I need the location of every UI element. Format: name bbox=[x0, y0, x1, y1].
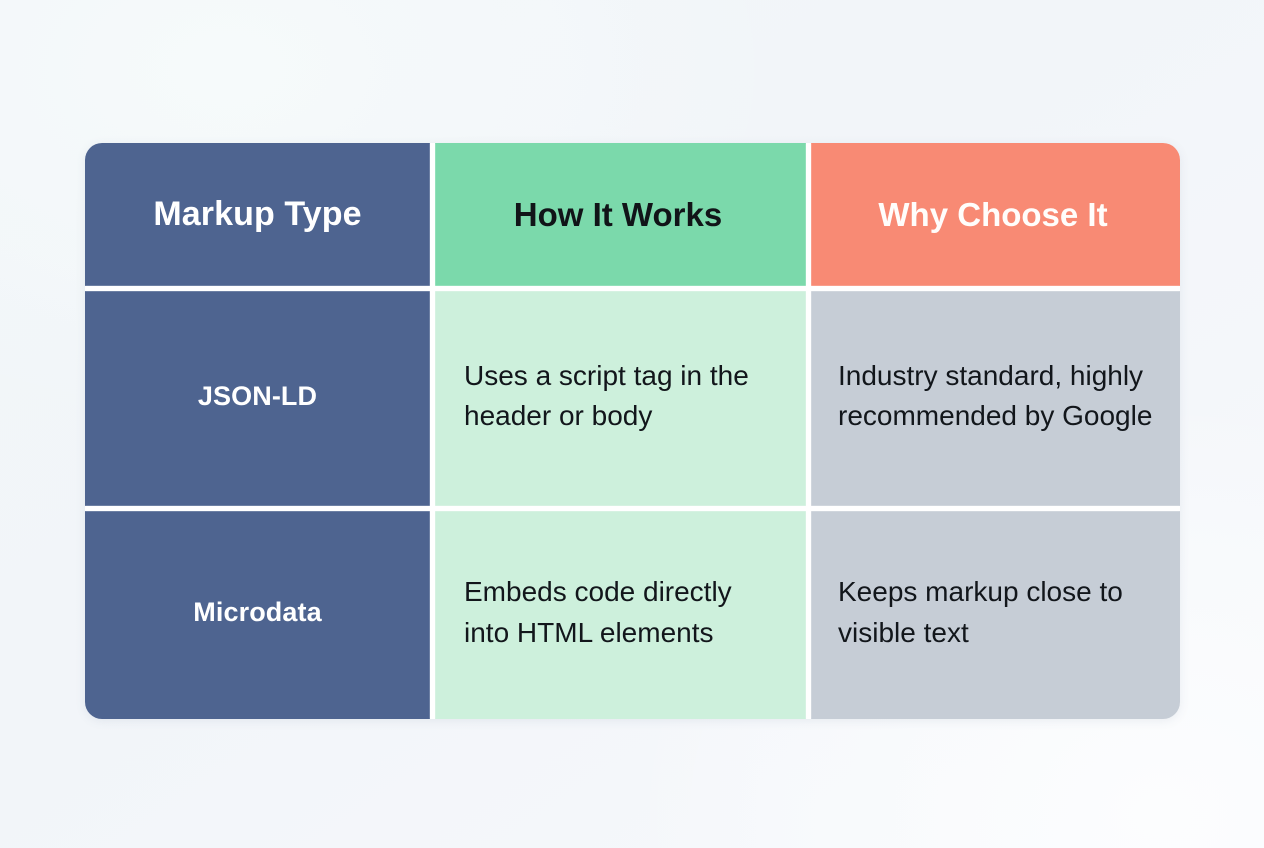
comparison-table-container: Markup Type How It Works Why Choose It bbox=[85, 143, 1180, 719]
markup-comparison-table: Markup Type How It Works Why Choose It bbox=[85, 143, 1180, 719]
value-why-choose-it-microdata: Keeps markup close to visible text bbox=[838, 576, 1123, 648]
cell-why-choose-it-jsonld: Industry standard, highly recommended by… bbox=[806, 286, 1180, 506]
header-label-markup-type: Markup Type bbox=[153, 195, 362, 233]
value-markup-type-jsonld: JSON-LD bbox=[197, 380, 318, 411]
table-row: Microdata Embeds code directly into HTML… bbox=[85, 506, 1180, 719]
cell-how-it-works-jsonld: Uses a script tag in the header or body bbox=[430, 286, 806, 506]
value-how-it-works-microdata: Embeds code directly into HTML elements bbox=[464, 576, 732, 648]
header-cell-how-it-works: How It Works bbox=[430, 143, 806, 286]
header-cell-markup-type: Markup Type bbox=[85, 143, 430, 286]
value-how-it-works-jsonld: Uses a script tag in the header or body bbox=[464, 359, 749, 431]
cell-why-choose-it-microdata: Keeps markup close to visible text bbox=[806, 506, 1180, 719]
cell-markup-type-microdata: Microdata bbox=[85, 506, 430, 719]
value-why-choose-it-jsonld: Industry standard, highly recommended by… bbox=[838, 359, 1153, 431]
header-cell-why-choose-it: Why Choose It bbox=[806, 143, 1180, 286]
table-header-row: Markup Type How It Works Why Choose It bbox=[85, 143, 1180, 286]
header-label-how-it-works: How It Works bbox=[513, 195, 723, 233]
cell-markup-type-jsonld: JSON-LD bbox=[85, 286, 430, 506]
header-label-why-choose-it: Why Choose It bbox=[878, 195, 1108, 233]
value-markup-type-microdata: Microdata bbox=[193, 597, 322, 627]
table-row: JSON-LD Uses a script tag in the header … bbox=[85, 286, 1180, 506]
cell-how-it-works-microdata: Embeds code directly into HTML elements bbox=[430, 506, 806, 719]
